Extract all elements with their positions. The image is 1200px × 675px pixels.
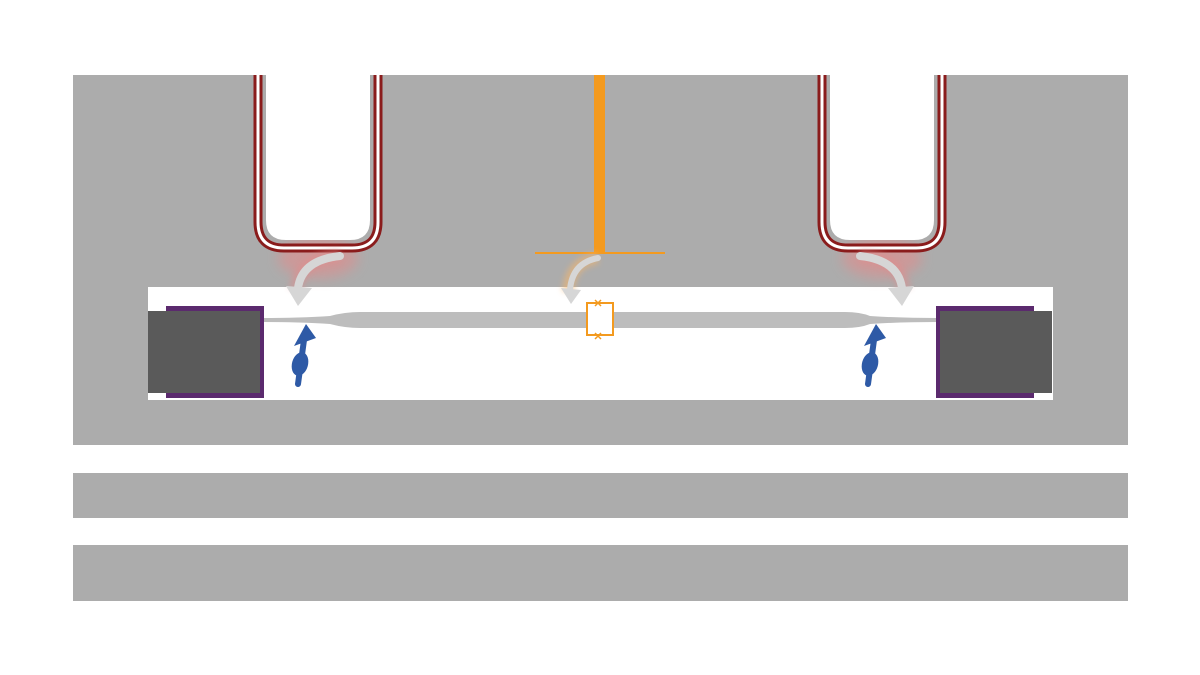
right-resonator xyxy=(817,75,947,278)
spin-up-arrow-icon xyxy=(861,324,886,387)
spin-up-arrow-icon xyxy=(291,324,316,387)
right-contact-pad xyxy=(940,311,1052,393)
curved-arrow-icon xyxy=(286,249,344,306)
left-resonator xyxy=(253,75,383,278)
junction-box xyxy=(586,299,614,340)
left-contact-pad xyxy=(148,311,260,393)
substrate-strip-2 xyxy=(73,545,1128,601)
substrate-strip-1 xyxy=(73,473,1128,518)
curved-arrow-icon xyxy=(561,252,601,304)
curved-arrow-icon xyxy=(856,249,914,306)
center-feed-line xyxy=(535,75,665,254)
